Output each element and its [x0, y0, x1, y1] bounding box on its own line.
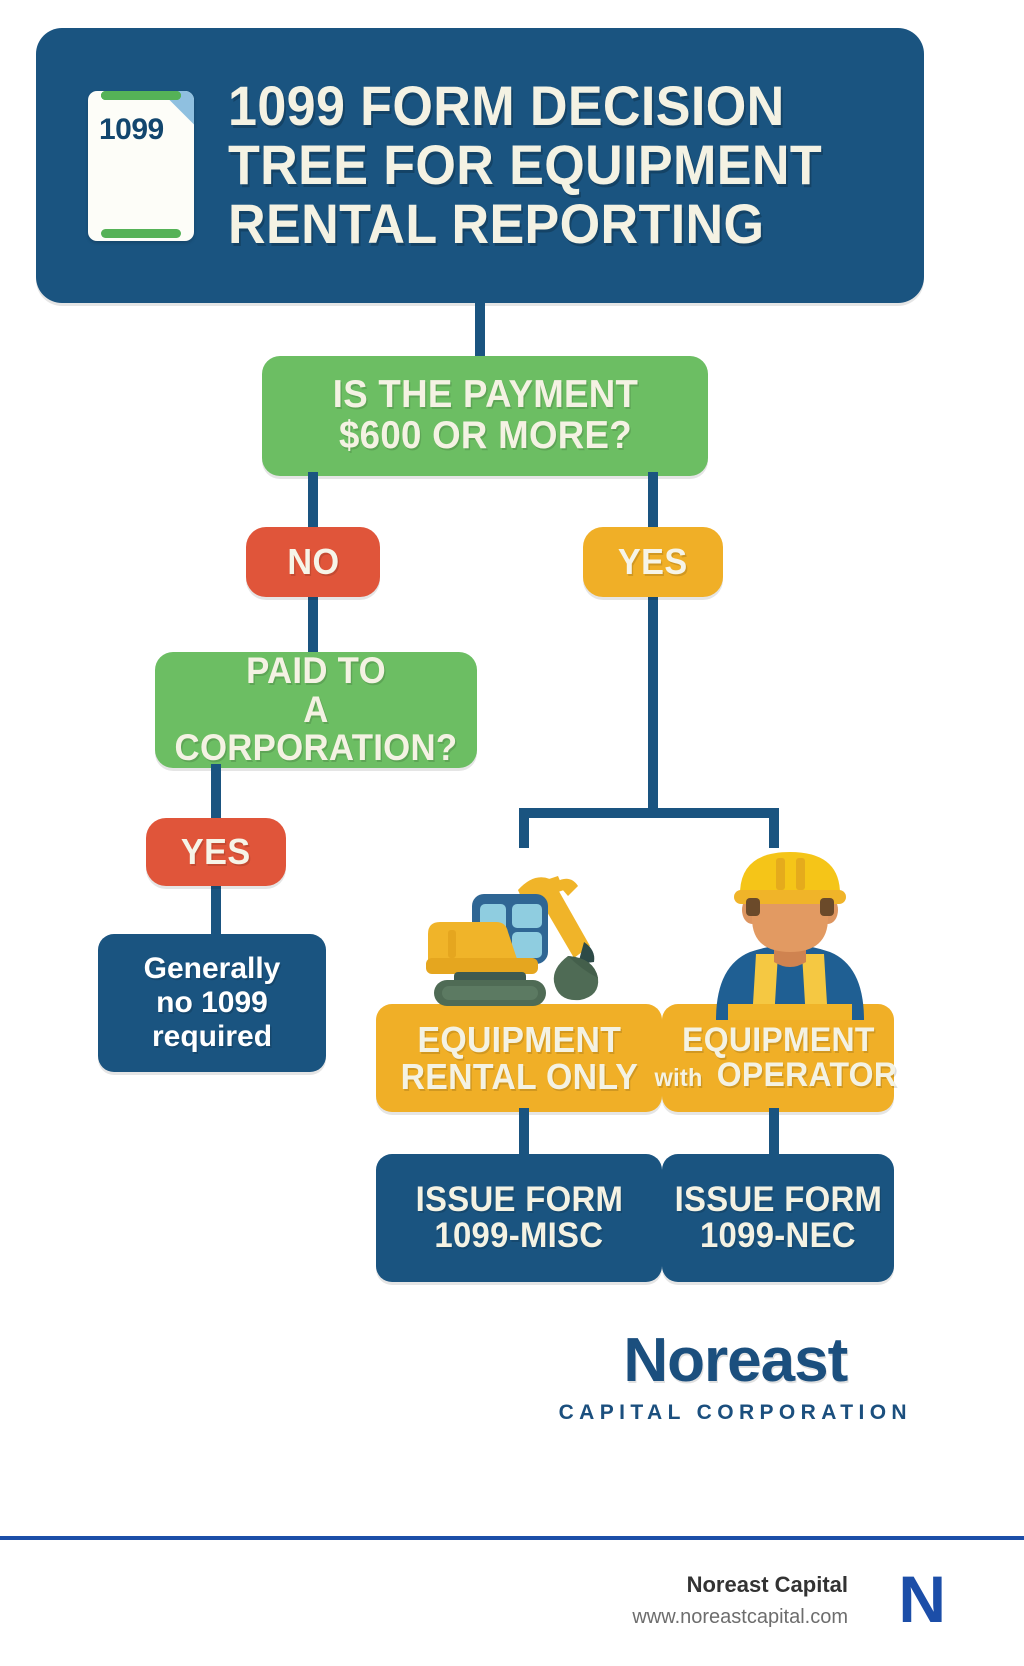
connector-split-right-drop — [769, 808, 779, 848]
footer-website-url[interactable]: www.noreastcapital.com — [632, 1606, 848, 1628]
decision-node-payment-threshold: Is the payment $600 or more? — [262, 356, 708, 476]
node-equipment-with-operator: EQUIPMENT with OPERATOR — [654, 1004, 897, 1112]
construction-worker-icon — [716, 852, 864, 1020]
footer-bar — [0, 1540, 1024, 1666]
document-line — [101, 228, 181, 238]
connector-header-to-q1 — [475, 303, 485, 361]
document-1099-icon: 1099 — [88, 90, 194, 241]
node-equipment-with-operator-line1: EQUIPMENT — [681, 1020, 875, 1059]
result-node-issue-1099-misc-line2: 1099-MISC — [434, 1216, 604, 1255]
node-equipment-rental-only-line2: RENTAL ONLY — [400, 1056, 638, 1097]
footer-n-mark-icon: N — [898, 1562, 946, 1636]
result-node-issue-1099-nec-line2: 1099-NEC — [700, 1216, 856, 1255]
branch-label-no: NO — [246, 527, 380, 597]
result-node-issue-1099-misc: ISSUE FORM 1099-MISC — [376, 1154, 662, 1282]
brand-logo-wordmark: Noreast — [623, 1326, 848, 1395]
node-equipment-rental-only-line1: EQUIPMENT — [417, 1018, 621, 1060]
brand-logo-subtitle: CAPITAL CORPORATION — [558, 1401, 912, 1424]
page-title: 1099 Form Decision Tree for Equipment Re… — [228, 74, 823, 255]
branch-label-corporation-yes: YES — [146, 818, 286, 886]
footer-company-name: Noreast Capital — [686, 1572, 848, 1597]
connector-q1-no — [308, 472, 318, 534]
result-node-issue-1099-misc-line1: ISSUE FORM — [415, 1179, 623, 1219]
document-icon-label: 1099 — [99, 112, 164, 146]
footer-divider — [0, 1536, 1024, 1540]
result-node-issue-1099-nec-line1: ISSUE FORM — [674, 1179, 882, 1219]
connector-yes-main-trunk — [648, 590, 658, 808]
brand-logo: Noreast CAPITAL CORPORATION — [559, 1330, 912, 1425]
excavator-icon — [426, 876, 599, 1006]
decision-node-paid-to-corporation-label: Paid to a corporation? — [174, 650, 458, 769]
result-node-no-1099-required: Generally no 1099 required — [98, 934, 326, 1072]
connector-yes-to-no1099 — [211, 880, 221, 942]
branch-label-corporation-yes-text: YES — [181, 831, 251, 872]
branch-label-no-text: NO — [286, 541, 340, 582]
connector-split-left-drop — [519, 808, 529, 848]
document-page-shape — [88, 90, 194, 241]
connector-split-horizontal — [525, 808, 775, 818]
document-line — [101, 90, 181, 100]
result-node-issue-1099-nec: ISSUE FORM 1099-NEC — [662, 1154, 894, 1282]
result-node-no-1099-required-label: Generally no 1099 required — [143, 951, 281, 1054]
connector-no-to-q2 — [308, 590, 318, 670]
node-equipment-rental-only: EQUIPMENT RENTAL ONLY — [376, 1004, 662, 1112]
connector-operator-to-nec — [769, 1108, 779, 1158]
decision-node-paid-to-corporation: Paid to a corporation? — [155, 650, 477, 769]
decision-node-payment-threshold-label: Is the payment $600 or more? — [332, 373, 638, 457]
connector-q2-yes — [211, 764, 221, 826]
node-equipment-with-operator-small: with — [654, 1064, 703, 1092]
node-equipment-with-operator-line2: with OPERATOR — [653, 1056, 903, 1094]
connector-rental-to-misc — [519, 1108, 529, 1158]
branch-label-yes-text: YES — [618, 541, 688, 582]
connector-q1-yes — [648, 472, 658, 534]
branch-label-yes: YES — [583, 527, 723, 597]
header-card: 1099 1099 Form Decision Tree for Equipme… — [36, 28, 924, 303]
node-equipment-with-operator-big: OPERATOR — [716, 1056, 898, 1094]
